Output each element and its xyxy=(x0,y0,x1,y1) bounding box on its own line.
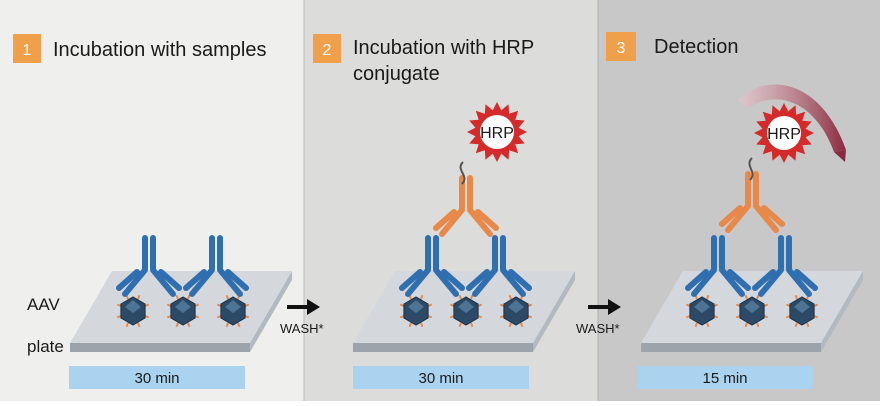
plate-label: plate xyxy=(27,337,64,356)
aav-capsid xyxy=(166,294,200,328)
step-2-number: 2 xyxy=(323,42,332,59)
capture-antibody xyxy=(752,235,818,297)
hrp-conjugate-panel-2: HRP xyxy=(459,102,527,185)
wash-label: WASH* xyxy=(576,321,620,336)
wash-step-2-to-3: WASH* xyxy=(576,299,621,336)
capture-antibody xyxy=(183,235,249,297)
step-2-title-line-2: conjugate xyxy=(353,63,440,85)
hrp-conjugated-antibody xyxy=(433,175,499,237)
duration-label: 30 min xyxy=(134,370,179,387)
step-2-badge xyxy=(313,34,341,63)
step-3-header: 3 Detection xyxy=(606,32,739,61)
capture-antibody xyxy=(116,235,182,297)
hrp-conjugate-panel-3: HRP xyxy=(748,103,814,181)
step-2-header: 2 Incubation with HRP conjugate xyxy=(313,34,534,85)
aav-capsid xyxy=(685,294,719,328)
aav-capsid xyxy=(399,294,433,328)
aav-capsid xyxy=(449,294,483,328)
signal-curve-arrow xyxy=(738,84,846,162)
capture-antibody xyxy=(466,235,532,297)
aav-capsid xyxy=(499,294,533,328)
step-1-title: Incubation with samples xyxy=(53,39,266,61)
aav-capsid xyxy=(216,294,250,328)
capture-antibody xyxy=(685,235,751,297)
aav-capsid xyxy=(116,294,150,328)
hrp-conjugated-antibody xyxy=(719,171,785,233)
duration-label: 30 min xyxy=(418,370,463,387)
wash-label: WASH* xyxy=(280,321,324,336)
step-1-badge xyxy=(13,34,41,63)
duration-bar-step-2: 30 min xyxy=(353,366,529,389)
step-3-title: Detection xyxy=(654,36,739,58)
aav-capsid xyxy=(785,294,819,328)
step-3-number: 3 xyxy=(617,40,626,57)
duration-bar-step-1: 30 min xyxy=(69,366,245,389)
aav-label: AAV xyxy=(27,295,60,314)
step-2-title-line-1: Incubation with HRP xyxy=(353,37,534,59)
duration-bar-step-3: 15 min xyxy=(637,366,813,389)
hrp-label: HRP xyxy=(767,126,801,143)
step-3-badge xyxy=(606,32,636,61)
hrp-label: HRP xyxy=(480,125,514,142)
aav-capsid xyxy=(735,294,769,328)
step-1-header: 1 Incubation with samples xyxy=(13,34,266,63)
capture-antibody xyxy=(399,235,465,297)
duration-label: 15 min xyxy=(702,370,747,387)
wash-step-1-to-2: WASH* xyxy=(280,299,324,336)
step-1-number: 1 xyxy=(23,42,32,59)
